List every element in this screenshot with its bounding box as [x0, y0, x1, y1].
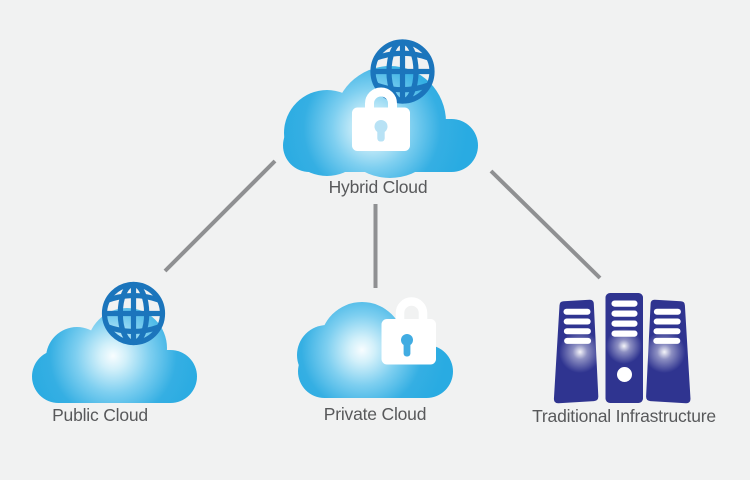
globe-latitude-south — [375, 82, 430, 93]
lock-icon — [352, 87, 410, 151]
server-vent — [563, 318, 591, 325]
globe-icon — [370, 39, 435, 104]
node-private-cloud — [297, 297, 453, 398]
server-vent — [611, 320, 638, 327]
keyhole-tail — [403, 340, 411, 357]
node-label-private-cloud: Private Cloud — [323, 404, 427, 424]
node-hybrid-cloud — [283, 39, 478, 178]
globe-latitude-north — [106, 292, 161, 303]
server-rack-icon — [553, 293, 691, 404]
lock-icon — [381, 297, 436, 365]
node-label-hybrid-cloud: Hybrid Cloud — [328, 177, 428, 197]
server-tower-left — [553, 299, 601, 404]
cloud-base — [32, 350, 197, 403]
node-traditional-infrastructure — [553, 293, 691, 404]
node-public-cloud — [32, 281, 197, 403]
globe-latitude-north — [375, 50, 430, 61]
server-vent — [611, 300, 638, 307]
lock-shackle — [365, 87, 397, 114]
server-tower-middle — [605, 293, 643, 403]
lock-keyhole — [401, 334, 413, 357]
server-vent — [563, 308, 591, 315]
server-tower-right — [643, 299, 691, 404]
connector-hybrid-public — [163, 159, 277, 273]
cloud-icon — [32, 308, 197, 403]
keyhole-tail — [377, 127, 385, 142]
connector-hybrid-traditional — [489, 169, 602, 280]
lock-keyhole — [374, 120, 388, 142]
server-vent — [611, 310, 638, 317]
node-label-traditional-infrastructure: Traditional Infrastructure — [532, 406, 716, 426]
lock-shackle — [395, 297, 428, 322]
server-vent — [653, 308, 681, 315]
server-glow — [643, 331, 686, 373]
globe-icon — [101, 281, 166, 346]
server-vent — [653, 318, 681, 325]
server-glow — [606, 328, 642, 364]
node-label-public-cloud: Public Cloud — [52, 405, 148, 425]
globe-latitude-south — [106, 324, 161, 335]
server-power-button — [617, 367, 632, 382]
server-glow — [559, 331, 601, 373]
connector-lines — [163, 159, 602, 288]
